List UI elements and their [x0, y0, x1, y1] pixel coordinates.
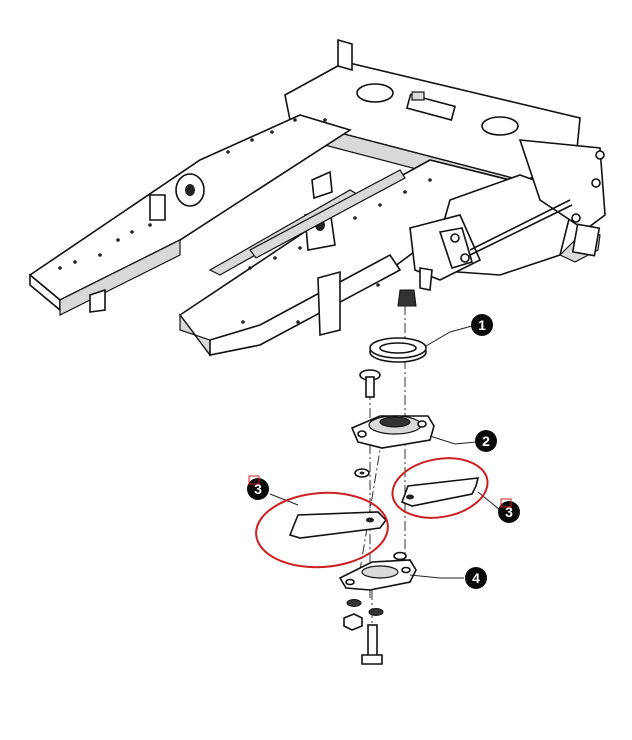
callout-3-right-label: 3 — [505, 504, 513, 520]
callout-3-right: 3 — [498, 498, 520, 523]
highlight-blade-left — [255, 491, 389, 569]
lock-washers-nuts — [343, 599, 384, 631]
callout-1-label: 1 — [478, 317, 486, 333]
callout-1: 1 — [471, 314, 493, 336]
bearing-ring — [369, 337, 427, 363]
carriage-bolt — [359, 369, 381, 398]
spacer — [393, 551, 407, 561]
blade-right — [400, 477, 480, 507]
callout-2-label: 2 — [482, 433, 490, 449]
callout-4-label: 4 — [472, 570, 480, 586]
blade-hub — [350, 415, 435, 449]
blade-left — [288, 511, 388, 539]
callout-4: 4 — [465, 567, 487, 589]
washer — [354, 468, 370, 478]
leader-lines — [269, 325, 501, 579]
callout-2: 2 — [475, 430, 497, 452]
callout-3-left-label: 3 — [254, 481, 262, 497]
hex-bolt — [361, 624, 383, 665]
lower-hub — [338, 559, 417, 591]
highlight-circles — [255, 457, 489, 569]
mower-frame — [28, 38, 606, 357]
highlight-blade-right — [391, 457, 489, 519]
callout-3-left: 3 — [247, 475, 269, 500]
